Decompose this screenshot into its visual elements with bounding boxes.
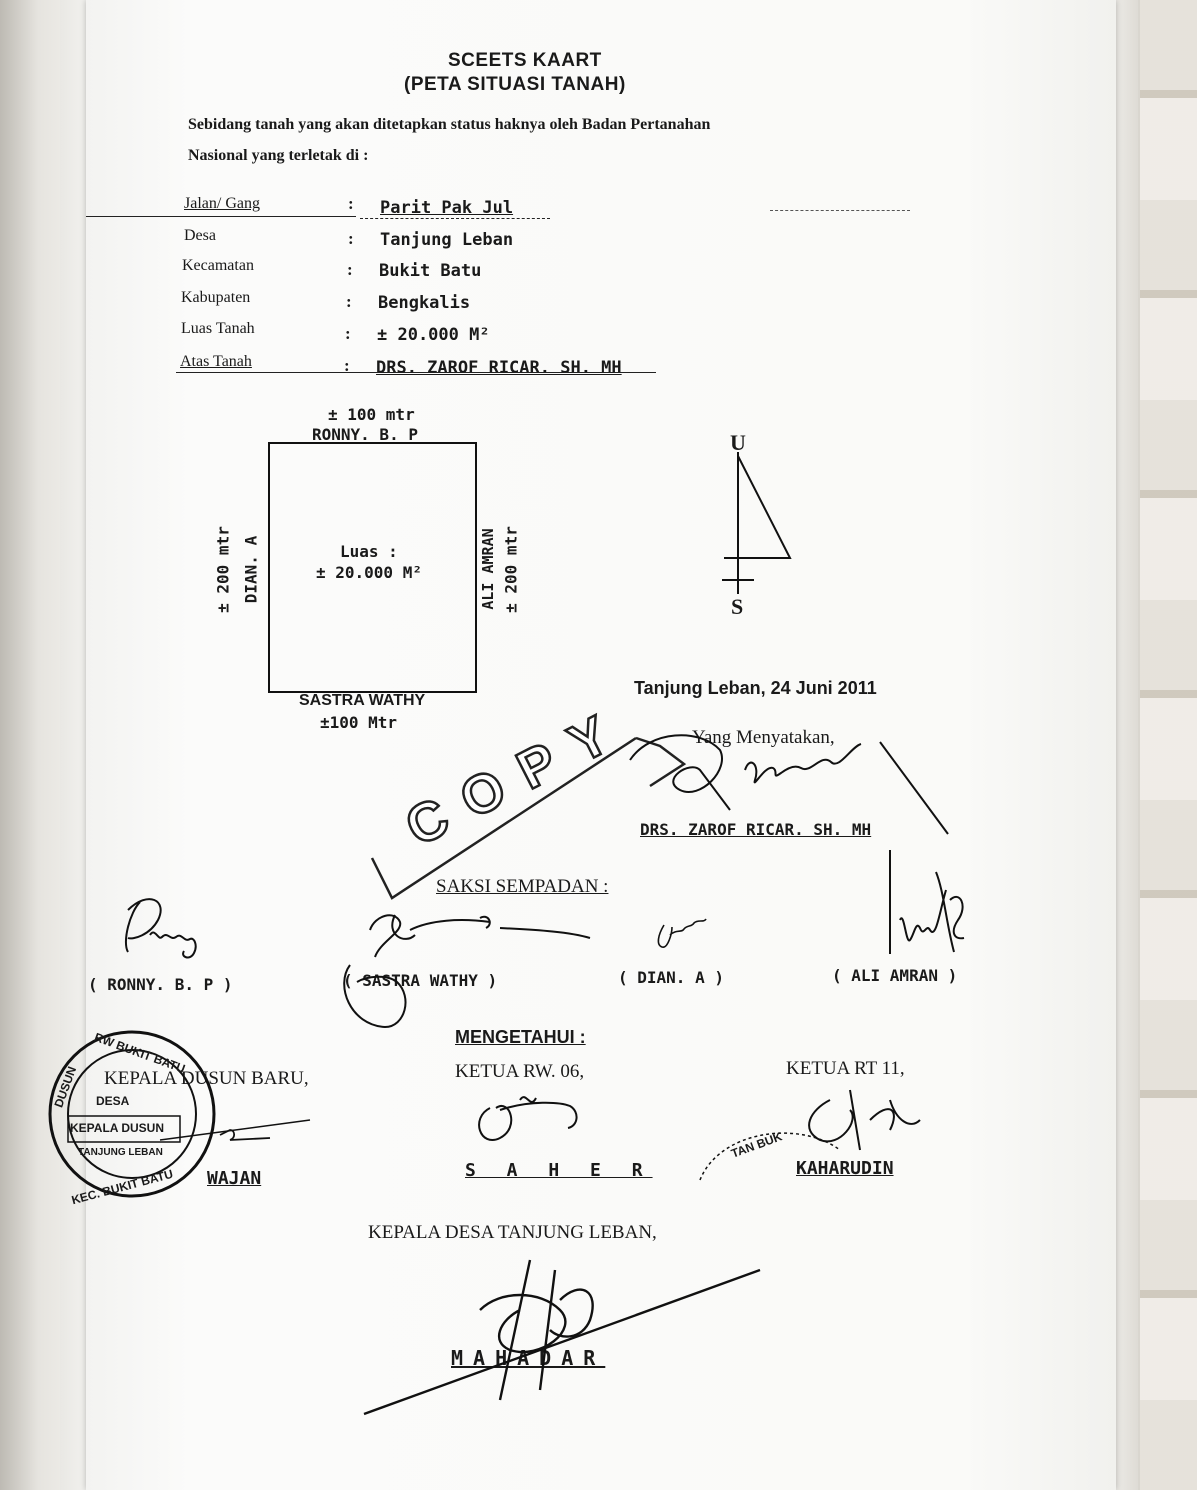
field-value-jalan: Parit Pak Jul <box>380 198 514 218</box>
seal-line-kepala: KEPALA DUSUN <box>70 1121 165 1135</box>
compass-south-label: S <box>731 594 744 619</box>
field-underline <box>770 210 910 211</box>
field-value-atas-tanah: DRS. ZAROF RICAR. SH. MH <box>376 358 622 378</box>
declarant-name: DRS. ZAROF RICAR. SH. MH <box>640 820 872 839</box>
rw-name: S A H E R <box>465 1160 653 1181</box>
plot-right-neighbor: ALI AMRAN <box>479 528 497 610</box>
field-value-kabupaten: Bengkalis <box>378 293 471 313</box>
compass-north-label: U <box>730 430 746 455</box>
plot-top-dimension: ± 100 mtr <box>328 405 415 424</box>
witness-name: ( SASTRA WATHY ) <box>343 971 498 990</box>
plot-left-neighbor: DIAN. A <box>241 535 261 604</box>
kades-title: KEPALA DESA TANJUNG LEBAN, <box>368 1222 657 1243</box>
approval-heading: MENGETAHUI : <box>455 1027 586 1047</box>
doc-title: SCEETS KAART <box>448 50 602 71</box>
field-value-desa: Tanjung Leban <box>380 230 514 250</box>
intro-line-2: Nasional yang terletak di : <box>188 147 369 164</box>
field-label-kecamatan: Kecamatan <box>182 257 254 274</box>
seal-line-tanjung: TANJUNG LEBAN <box>78 1147 163 1158</box>
field-colon: : <box>348 194 354 213</box>
plot-left-dimension: ± 200 mtr <box>213 526 233 613</box>
field-label-jalan: Jalan/ Gang <box>184 195 260 212</box>
field-underline <box>86 216 356 217</box>
field-colon: : <box>345 324 351 343</box>
witness-name: ( RONNY. B. P ) <box>88 975 233 994</box>
plot-bottom-neighbor: SASTRA WATHY <box>299 692 426 709</box>
background-right <box>1140 0 1197 1490</box>
plot-bottom-dimension: ±100 Mtr <box>320 713 398 732</box>
rt-title: KETUA RT 11, <box>786 1058 905 1079</box>
plot-right-dimension: ± 200 mtr <box>501 526 521 613</box>
field-label-luas: Luas Tanah <box>181 320 255 337</box>
plot-top-neighbor: RONNY. B. P <box>312 425 418 444</box>
kades-name: MAHADAR <box>451 1346 606 1370</box>
intro-line-1: Sebidang tanah yang akan ditetapkan stat… <box>188 116 711 133</box>
witness-name: ( ALI AMRAN ) <box>832 966 958 985</box>
witness-heading: SAKSI SEMPADAN : <box>436 876 609 897</box>
place-date: Tanjung Leban, 24 Juni 2011 <box>634 678 877 698</box>
stated-by-label: Yang Menyatakan, <box>692 727 835 748</box>
kepala-dusun-title: KEPALA DUSUN BARU, <box>104 1068 309 1089</box>
seal-line-desa: DESA <box>96 1094 130 1108</box>
field-colon: : <box>346 292 352 311</box>
plot-area-value: ± 20.000 M² <box>316 563 422 582</box>
field-underline <box>360 218 550 219</box>
field-value-luas: ± 20.000 M² <box>377 325 490 345</box>
field-label-kabupaten: Kabupaten <box>181 289 251 306</box>
field-colon: : <box>348 229 354 248</box>
rw-title: KETUA RW. 06, <box>455 1061 585 1082</box>
plot-boundary <box>268 442 477 693</box>
field-label-atas-tanah: Atas Tanah <box>180 353 252 370</box>
rt-name: KAHARUDIN <box>796 1158 894 1179</box>
kepala-dusun-name: WAJAN <box>207 1168 262 1189</box>
doc-subtitle: (PETA SITUASI TANAH) <box>404 74 626 95</box>
plot-area-label: Luas : <box>340 542 398 561</box>
field-underline <box>176 372 656 373</box>
field-colon: : <box>344 356 350 375</box>
field-label-desa: Desa <box>184 227 216 244</box>
field-value-kecamatan: Bukit Batu <box>379 261 482 281</box>
witness-name: ( DIAN. A ) <box>618 968 724 987</box>
field-colon: : <box>347 260 353 279</box>
